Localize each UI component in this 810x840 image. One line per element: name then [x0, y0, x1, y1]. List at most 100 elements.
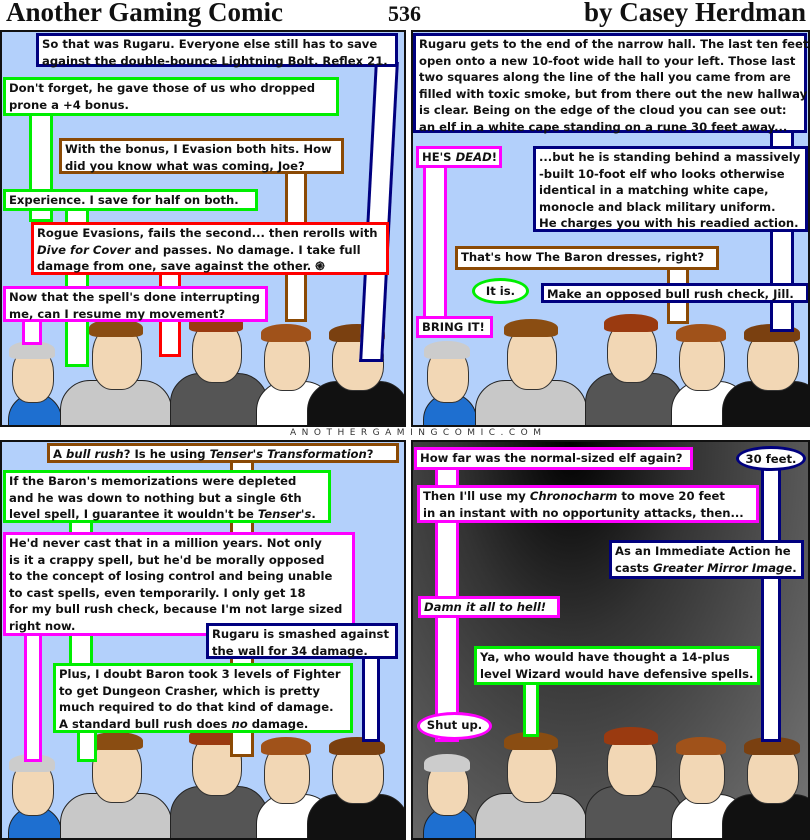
- bubble-line: damage from one, save against the other.…: [37, 258, 383, 275]
- speech-bubble: Don't forget, he gave those of us who dr…: [3, 77, 339, 116]
- speech-bubble: Damn it all to hell!: [418, 596, 560, 618]
- character-hair: [261, 737, 311, 755]
- bubble-text: the wall for 34 damage.: [212, 643, 368, 658]
- speech-bubble: Then I'll use my Chronocharm to move 20 …: [417, 485, 759, 523]
- bubble-line: With the bonus, I Evasion both hits. How: [65, 141, 338, 158]
- bubble-text: Rugaru is smashed against: [212, 627, 389, 641]
- bubble-text: monocle and black military uniform.: [539, 199, 776, 214]
- bubble-line: casts Greater Mirror Image.: [615, 560, 798, 577]
- bubble-line: is it a crappy spell, but he'd be morall…: [9, 552, 349, 569]
- bubble-text-italic: bull rush: [66, 447, 124, 461]
- bubble-line: If the Baron's memorizations were deplet…: [9, 473, 325, 490]
- bubble-line: Ya, who would have thought a 14-plus: [480, 649, 754, 666]
- bubble-text: damage.: [247, 716, 309, 731]
- bubble-text: Rugaru gets to the end of the narrow hal…: [419, 37, 809, 51]
- bubble-line: two squares along the line of the hall y…: [419, 69, 801, 86]
- speech-bubble: Now that the spell's done interrupting me…: [3, 286, 268, 322]
- bubble-line: level Wizard would have defensive spells…: [480, 666, 754, 683]
- bubble-text-italic: Dive for Cover: [37, 242, 131, 257]
- bubble-text: Now that the spell's done interrupting: [9, 290, 260, 304]
- bubble-line: identical in a matching white cape,: [539, 182, 802, 199]
- bubble-text: for my bull rush check, because I'm not …: [9, 602, 343, 616]
- character-hair: [676, 324, 726, 342]
- bubble-text: ?: [366, 447, 374, 461]
- bubble-text: identical in a matching white cape,: [539, 183, 769, 197]
- bubble-tail: [523, 677, 539, 737]
- bubble-line: He charges you with his readied action.: [539, 215, 802, 232]
- bubble-tail: [761, 462, 781, 742]
- bubble-line: Make an opposed bull rush check, Jill.: [547, 286, 803, 303]
- speech-bubble: If the Baron's memorizations were deplet…: [3, 470, 331, 523]
- speech-bubble: Experience. I save for half on both.: [3, 189, 258, 211]
- speech-bubble: Make an opposed bull rush check, Jill.: [541, 283, 808, 303]
- speech-bubble: A bull rush? Is he using Tenser's Transf…: [47, 443, 399, 463]
- character-hair: [744, 737, 800, 755]
- bubble-text: How far was the normal-sized elf again?: [420, 451, 683, 465]
- bubble-text: right now.: [9, 618, 76, 633]
- bubble-line: How far was the normal-sized elf again?: [420, 450, 687, 467]
- bubble-text: and passes. No damage. I take full: [130, 242, 361, 257]
- bubble-text: level spell, I guarantee it wouldn't be: [9, 507, 258, 521]
- bubble-text: against the double-bounce Lightning Bolt…: [42, 53, 388, 68]
- character-hair: [89, 319, 143, 337]
- bubble-tail: [359, 62, 399, 362]
- speech-bubble: Plus, I doubt Baron took 3 levels of Fig…: [53, 663, 353, 733]
- speech-bubble: Rugaru is smashed against the wall for 34…: [206, 623, 398, 659]
- bubble-tail: [24, 632, 42, 762]
- bubble-tail: [423, 162, 447, 322]
- bubble-text: damage from one, save against the other.…: [37, 259, 325, 273]
- bubble-text-italic: Damn it all to hell!: [424, 600, 547, 614]
- bubble-text: As an Immediate Action he: [615, 544, 791, 558]
- bubble-text-italic: no: [231, 716, 248, 731]
- character-hair: [424, 341, 470, 359]
- bubble-line: He'd never cast that in a million years.…: [9, 535, 349, 552]
- bubble-line: It is.: [478, 281, 523, 301]
- bubble-text-italic: Tenser's: [257, 507, 312, 521]
- bubble-text: ...but he is standing behind a massively: [539, 150, 801, 164]
- speech-bubble: Ya, who would have thought a 14-plus leve…: [474, 646, 760, 685]
- bubble-line: the wall for 34 damage.: [212, 643, 392, 660]
- bubble-text: open onto a new 10-foot wide hall to you…: [419, 53, 796, 68]
- character-hair: [504, 732, 558, 750]
- bubble-line: HE'S DEAD!: [422, 149, 497, 166]
- bubble-line: to the concept of losing control and bei…: [9, 568, 349, 585]
- speech-bubble: Shut up.: [417, 712, 492, 740]
- speech-bubble: It is.: [472, 278, 529, 304]
- speech-bubble: That's how The Baron dresses, right?: [455, 246, 719, 270]
- bubble-text: !: [491, 150, 497, 164]
- speech-bubble: Rogue Evasions, fails the second... then…: [31, 222, 389, 275]
- bubble-text: prone a +4 bonus.: [9, 97, 129, 112]
- speech-bubble: 30 feet.: [736, 446, 806, 471]
- bubble-text: -built 10-foot elf who looks otherwise: [539, 166, 785, 181]
- bubble-text: ? Is he using: [123, 447, 210, 461]
- bubble-line: filled with toxic smoke, but from there …: [419, 86, 807, 103]
- bubble-tail: [77, 727, 97, 762]
- character-hair: [89, 732, 143, 750]
- bubble-text-italic: DEAD: [455, 150, 492, 164]
- bubble-text: filled with toxic smoke, but from there …: [419, 86, 808, 101]
- bubble-line: for my bull rush check, because I'm not …: [9, 601, 349, 618]
- bubble-text: HE'S: [422, 150, 456, 164]
- panel-3: A bull rush? Is he using Tenser's Transf…: [0, 440, 406, 840]
- bubble-line: to get Dungeon Crasher, which is pretty: [59, 683, 347, 700]
- bubble-line: Shut up.: [423, 715, 486, 735]
- speech-bubble: ...but he is standing behind a massively…: [533, 146, 808, 232]
- bubble-tail: [22, 320, 42, 345]
- speech-bubble: How far was the normal-sized elf again?: [414, 447, 693, 470]
- bubble-text: A: [53, 447, 67, 461]
- bubble-line: Plus, I doubt Baron took 3 levels of Fig…: [59, 666, 347, 683]
- bubble-text: That's how The Baron dresses, right?: [461, 250, 705, 264]
- bubble-tail: [362, 652, 380, 742]
- bubble-line: right now.: [9, 618, 349, 635]
- bubble-line: open onto a new 10-foot wide hall to you…: [419, 53, 801, 70]
- bubble-text: Ya, who would have thought a 14-plus: [480, 650, 730, 664]
- speech-bubble: Rugaru gets to the end of the narrow hal…: [413, 33, 809, 134]
- bubble-line: Then I'll use my Chronocharm to move 20 …: [423, 488, 753, 505]
- bubble-line: BRING IT!: [422, 319, 487, 336]
- panel-4: How far was the normal-sized elf again? …: [411, 440, 810, 840]
- bubble-text: me, can I resume my movement?: [9, 306, 226, 321]
- speech-bubble: With the bonus, I Evasion both hits. How…: [59, 138, 344, 174]
- bubble-text-italic: Greater Mirror Image: [653, 560, 793, 575]
- bubble-text: Experience. I save for half on both.: [9, 193, 239, 207]
- comic-title: Another Gaming Comic: [6, 0, 283, 27]
